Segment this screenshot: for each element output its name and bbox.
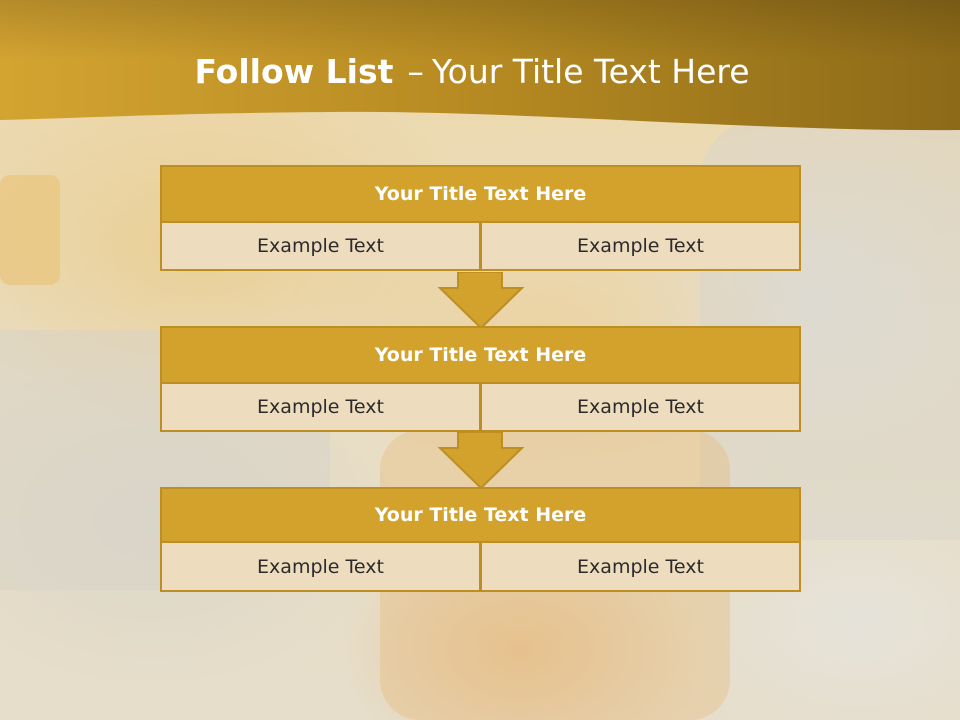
- step-cell-right: Example Text: [480, 221, 801, 271]
- step-cell-left: Example Text: [160, 541, 481, 592]
- step-cell-right: Example Text: [480, 541, 801, 592]
- title-dash: –: [407, 52, 424, 91]
- step-cell-right: Example Text: [480, 382, 801, 432]
- down-arrow-icon: [438, 432, 524, 490]
- step-cell-left: Example Text: [160, 382, 481, 432]
- step-title: Your Title Text Here: [160, 487, 801, 543]
- page-title: Follow List–Your Title Text Here: [0, 52, 944, 91]
- step-cell-left: Example Text: [160, 221, 481, 271]
- flow-step-3: Your Title Text Here Example Text Exampl…: [160, 487, 801, 592]
- title-rest: Your Title Text Here: [431, 52, 750, 91]
- flow-step-2: Your Title Text Here Example Text Exampl…: [160, 326, 801, 433]
- flow-step-1: Your Title Text Here Example Text Exampl…: [160, 165, 801, 272]
- down-arrow-icon: [438, 272, 524, 330]
- title-strong: Follow List: [194, 52, 394, 91]
- step-title: Your Title Text Here: [160, 326, 801, 384]
- step-title: Your Title Text Here: [160, 165, 801, 223]
- header-band: [0, 0, 960, 140]
